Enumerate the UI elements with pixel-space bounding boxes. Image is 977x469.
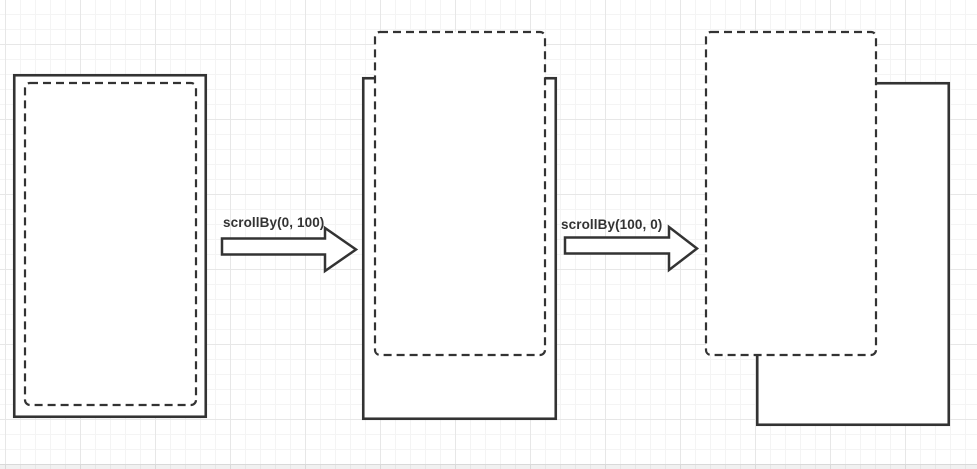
content-rect-1[interactable] <box>23 81 198 407</box>
content-rect-2[interactable] <box>373 30 547 357</box>
block-arrow-right-icon-1[interactable] <box>220 225 359 274</box>
block-arrow-right-icon-2[interactable] <box>563 224 700 273</box>
page-bottom-edge <box>0 464 977 469</box>
arrow-label-scroll-right[interactable]: scrollBy(100, 0) <box>561 217 663 232</box>
arrow-label-scroll-down[interactable]: scrollBy(0, 100) <box>223 215 325 230</box>
content-rect-3[interactable] <box>704 30 878 357</box>
